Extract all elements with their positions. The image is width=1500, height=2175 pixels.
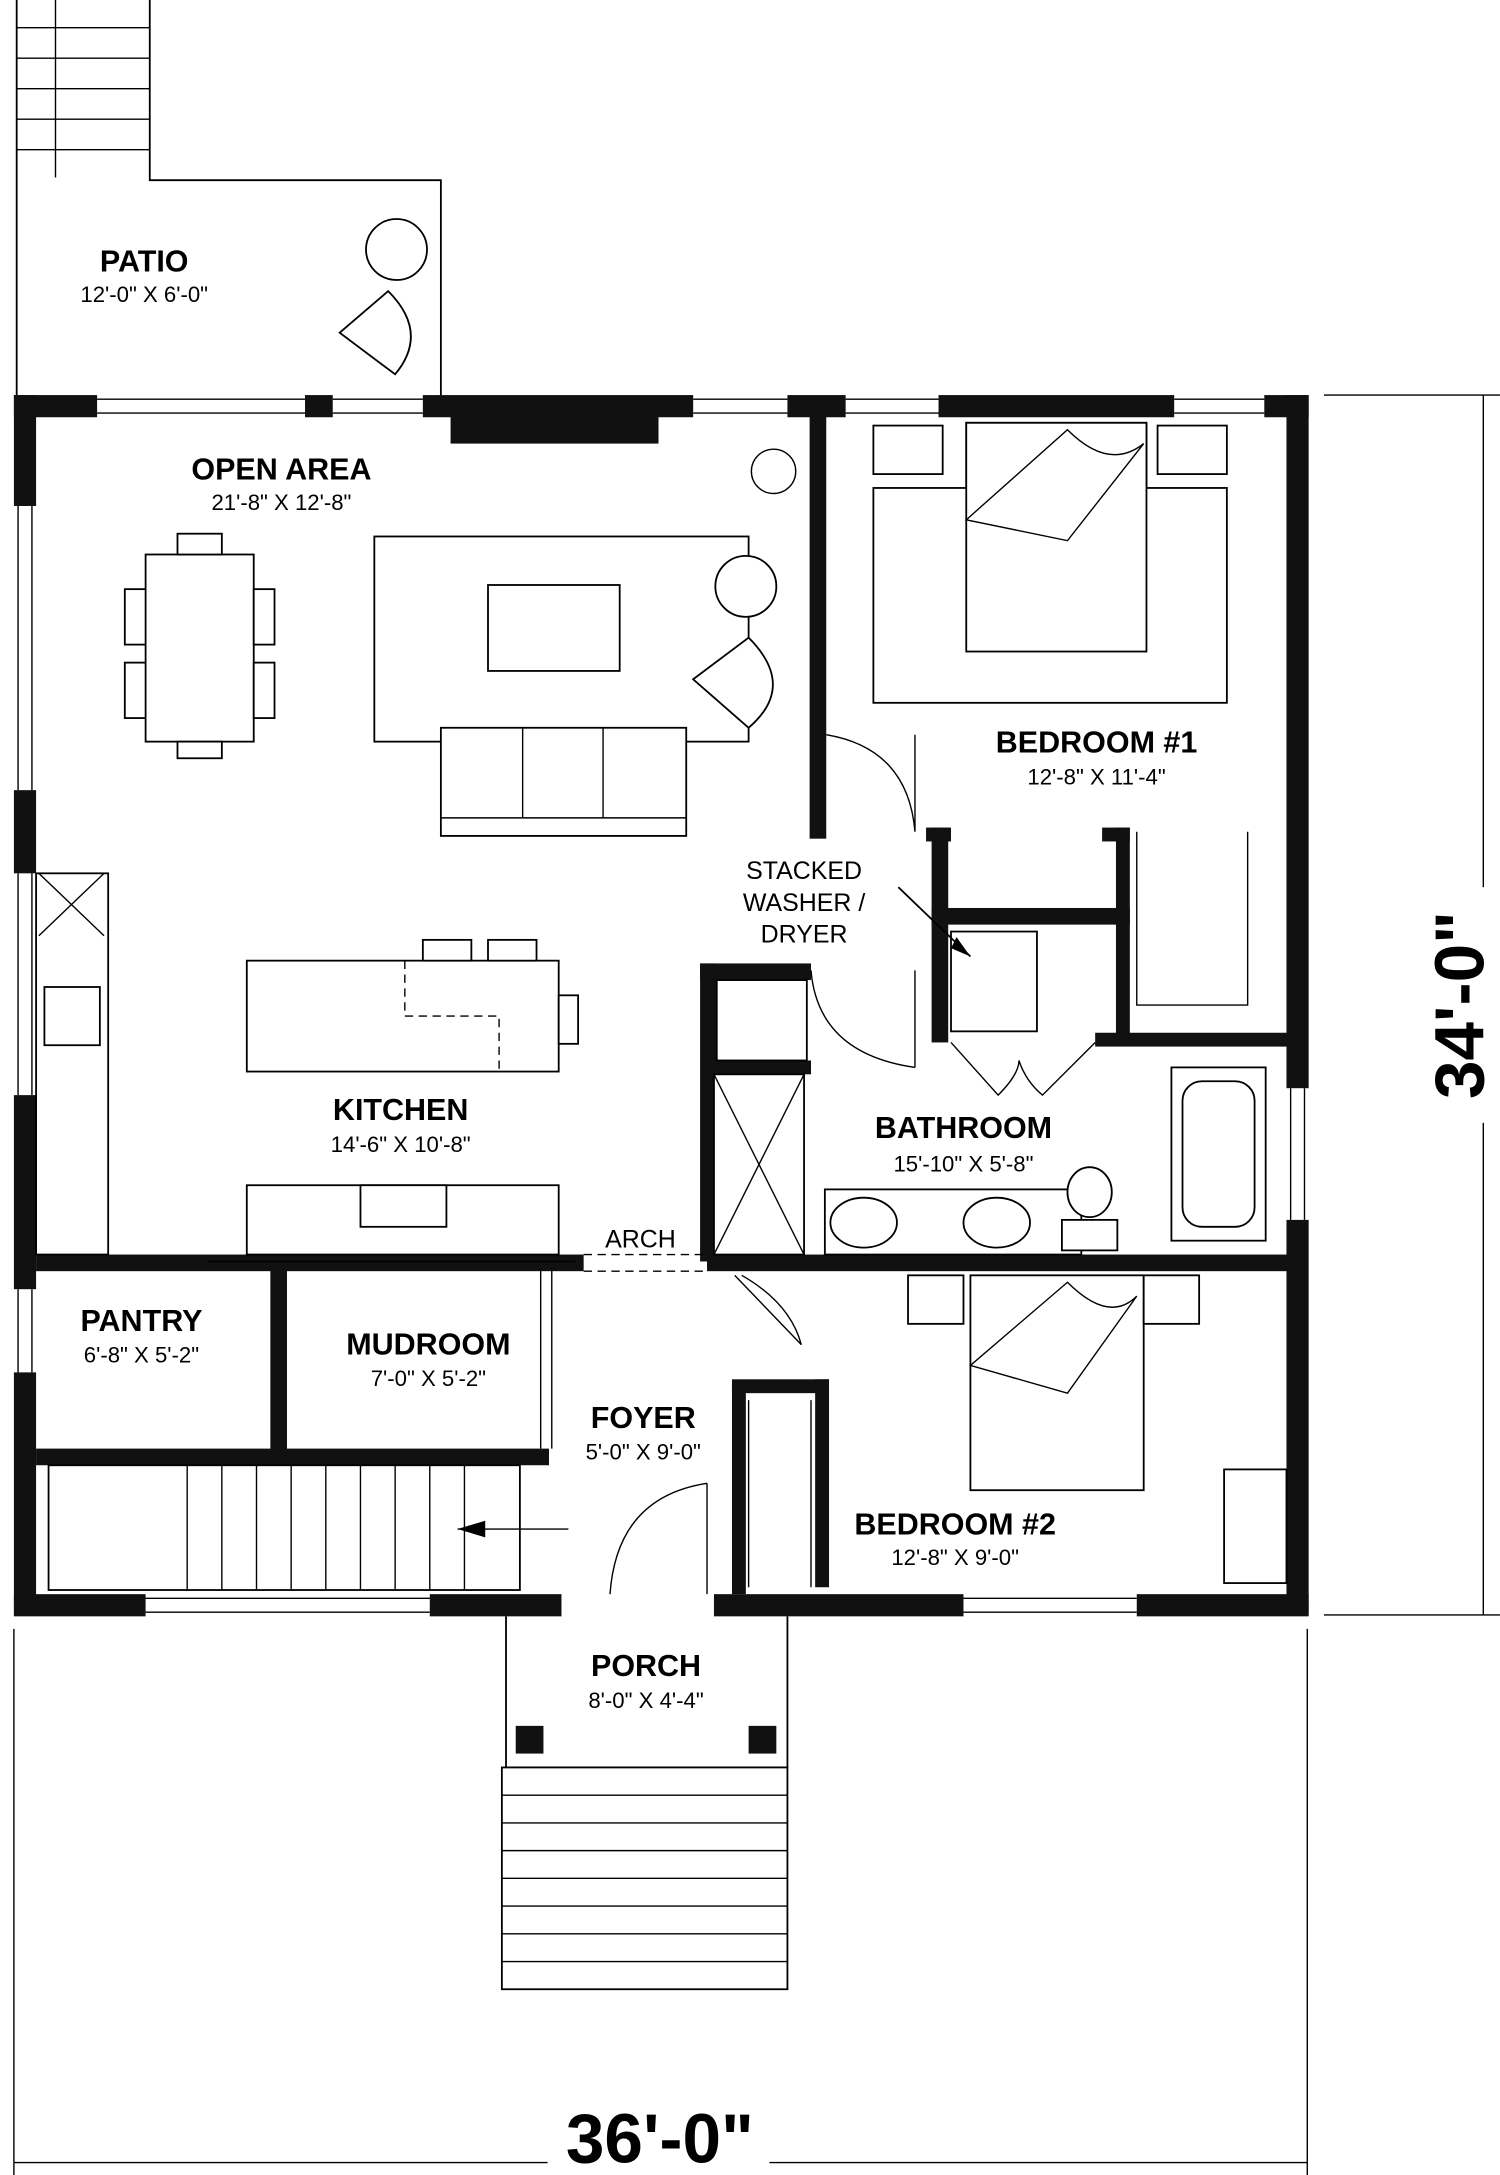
sofa-icon: [439, 726, 688, 837]
overall-depth: 34'-0": [1420, 911, 1498, 1099]
cooktop-icon: [359, 1184, 448, 1228]
room-size-kitchen: 14'-6" X 10'-8": [331, 1132, 471, 1157]
patio: [15, 0, 442, 396]
plant-icon: [750, 448, 797, 495]
bed2-icon: [969, 1274, 1145, 1492]
washer-note-1: STACKED: [746, 857, 862, 885]
room-size-patio: 12'-0" X 6'-0": [80, 282, 208, 307]
kitchen-island-icon: [245, 959, 560, 1073]
doors: [207, 734, 1249, 1595]
room-size-open-area: 21'-8" X 12'-8": [211, 490, 351, 515]
dining-table-icon: [144, 553, 255, 743]
arch-note: ARCH: [605, 1226, 676, 1254]
room-size-bedroom1: 12'-8" X 11'-4": [1027, 765, 1165, 790]
porch: [500, 1616, 789, 1991]
room-label-open-area: OPEN AREA: [191, 453, 371, 487]
patio-chair-icon: [338, 289, 412, 376]
room-size-bedroom2: 12'-8" X 9'-0": [891, 1545, 1019, 1570]
desk-icon: [1223, 1468, 1288, 1584]
kitchen-sink-icon: [43, 986, 101, 1047]
room-size-pantry: 6'-8" X 5'-2": [84, 1343, 199, 1368]
room-label-foyer: FOYER: [591, 1401, 696, 1435]
kitchen-counter-icon: [35, 872, 110, 1256]
room-size-mudroom: 7'-0" X 5'-2": [371, 1366, 486, 1391]
furniture: [35, 421, 1288, 1591]
armchair-icon: [691, 636, 774, 729]
patio-steps: [16, 0, 150, 178]
coffee-table-icon: [487, 584, 621, 672]
room-label-bedroom1: BEDROOM #1: [996, 726, 1198, 760]
side-table-icon: [714, 554, 778, 618]
toilet-icon: [1066, 1166, 1113, 1219]
room-size-porch: 8'-0" X 4'-4": [588, 1688, 703, 1713]
overall-width: 36'-0": [566, 2100, 754, 2175]
linen-closet: [715, 979, 808, 1062]
room-label-kitchen: KITCHEN: [333, 1093, 468, 1127]
room-size-foyer: 5'-0" X 9'-0": [586, 1440, 701, 1465]
room-label-pantry: PANTRY: [80, 1304, 202, 1338]
washer-dryer-icon: [950, 930, 1038, 1033]
room-label-bathroom: BATHROOM: [875, 1111, 1052, 1145]
patio-table-icon: [365, 218, 428, 281]
washer-note-3: DRYER: [761, 921, 848, 949]
room-label-bedroom2: BEDROOM #2: [854, 1508, 1056, 1542]
stairs-icon: [47, 1464, 521, 1591]
interior-walls: [36, 415, 1290, 1595]
room-label-porch: PORCH: [591, 1649, 701, 1683]
exterior-walls: [13, 395, 1309, 1617]
room-label-patio: PATIO: [100, 245, 189, 279]
room-size-bathroom: 15'-10" X 5'-8": [893, 1151, 1033, 1176]
washer-note-2: WASHER /: [743, 889, 865, 917]
room-label-mudroom: MUDROOM: [346, 1327, 510, 1361]
arch-opening: [583, 1253, 708, 1272]
